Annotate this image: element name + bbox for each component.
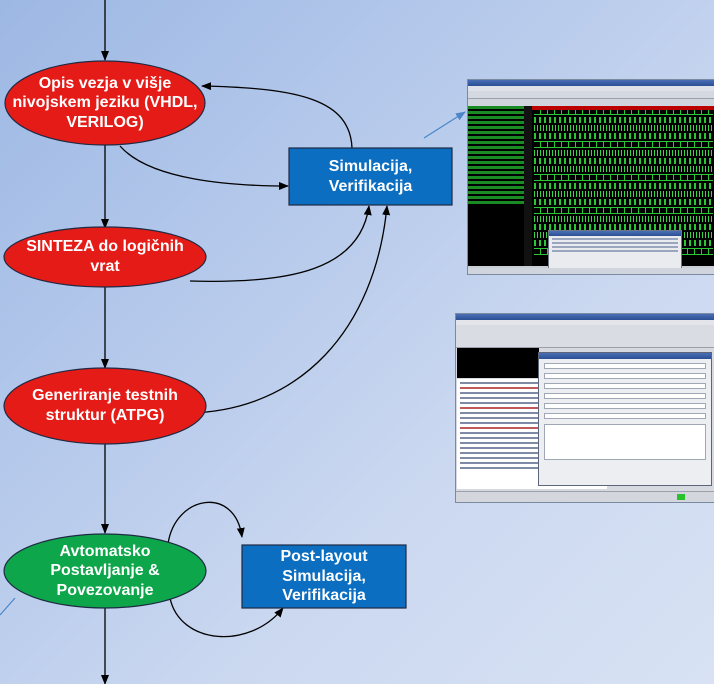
arrow-avtomatsko-self-loop — [167, 501, 245, 545]
tetramax-dialog-screenshot — [455, 313, 714, 503]
arrow-sinteza-to-simulacija — [189, 205, 372, 283]
tetramax-settings-dialog — [538, 352, 712, 486]
arrow-opis-to-simulacija — [119, 145, 289, 190]
box-postlayout — [241, 544, 407, 609]
box-simulacija-label: Simulacija, Verifikacija — [328, 157, 413, 195]
node-atpg — [3, 367, 207, 445]
arrow-simulacija-to-opis — [201, 82, 353, 149]
box-postlayout-label: Post-layout Simulacija, Verifikacija — [280, 548, 368, 605]
arrow-avtomatsko-to-postlayout — [169, 597, 284, 638]
node-avtomatsko — [3, 533, 207, 609]
pointer-left-edge — [0, 597, 16, 616]
waveform-viewer-screenshot — [467, 79, 714, 275]
waveform-signal-list — [468, 106, 524, 266]
node-opis-vezja — [4, 60, 206, 146]
arrow-atpg-to-simulacija — [189, 205, 391, 414]
node-atpg-label: Generiranje testnih struktur (ATPG) — [32, 387, 178, 424]
box-simulacija — [288, 147, 453, 206]
pointer-to-waveform — [423, 111, 466, 139]
node-sinteza — [3, 226, 207, 288]
node-opis-label: Opis vezja v višje nivojskem jeziku (VHD… — [12, 74, 198, 131]
node-avtomatsko-label: Avtomatsko Postavljanje & Povezovanje — [50, 542, 160, 599]
waveform-console-window — [548, 230, 682, 274]
node-sinteza-label: SINTEZA do logičnih vrat — [26, 238, 184, 275]
